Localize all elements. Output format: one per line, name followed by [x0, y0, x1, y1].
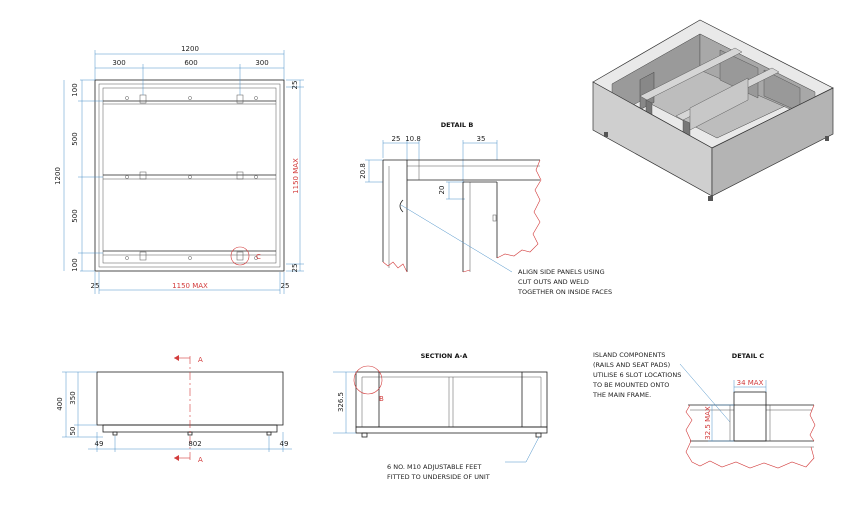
plan-seg-left: 300: [112, 59, 125, 67]
detail-b-dim-25: 25: [392, 135, 401, 143]
detail-c-note-line3: UTILISE 6 SLOT LOCATIONS: [593, 371, 681, 379]
elevation-dim-49-right: 49: [280, 440, 289, 448]
plan-overall-width: 1200: [181, 45, 199, 53]
elevation-dim-49-left: 49: [95, 440, 104, 448]
plan-bottom-max: 1150 MAX: [172, 282, 208, 290]
detail-b-note-line2: CUT OUTS AND WELD: [518, 278, 589, 286]
detail-b-note-line3: TOGETHER ON INSIDE FACES: [517, 288, 612, 296]
section-aa-note-line2: FITTED TO UNDERSIDE OF UNIT: [387, 473, 490, 481]
detail-c-note-line2: (RAILS AND SEAT PADS): [593, 361, 670, 369]
elevation-dim-802: 802: [188, 440, 201, 448]
detail-b-note-line1: ALIGN SIDE PANELS USING: [518, 268, 605, 276]
detail-c-dim-34-max: 34 MAX: [737, 379, 764, 387]
elevation-dim-50: 50: [69, 427, 77, 436]
detail-b-title: DETAIL B: [441, 121, 474, 129]
detail-c-note-line1: ISLAND COMPONENTS: [593, 351, 665, 359]
section-a-a: SECTION A-A B 326.5 6 NO. M10 ADJUSTABLE…: [333, 352, 548, 481]
front-elevation: A A 400 350 50 49 802 49: [56, 355, 292, 464]
detail-b-dim-10-8: 10.8: [405, 135, 421, 143]
plan-left-top-dim: 100: [71, 83, 79, 96]
detail-c-title: DETAIL C: [732, 352, 765, 360]
detail-b-dim-20-8: 20.8: [359, 163, 367, 179]
plan-max-height: 1150 MAX: [292, 158, 300, 194]
plan-bottom-right-25: 25: [281, 282, 290, 290]
plan-seg-mid: 600: [184, 59, 197, 67]
plan-left-mid2-dim: 500: [71, 209, 79, 222]
plan-view: 1200 300 600 300 25 25 1150 MAX 100 500 …: [54, 45, 304, 294]
section-aa-callout-b: B: [379, 395, 384, 403]
plan-callout-c: C: [256, 253, 261, 261]
plan-bottom-left-dim: 25: [91, 282, 100, 290]
detail-c-dim-32-5-max: 32.5 MAX: [704, 406, 712, 440]
elevation-section-bottom: A: [198, 456, 203, 464]
plan-left-mid1-dim: 500: [71, 132, 79, 145]
detail-c: ISLAND COMPONENTS (RAILS AND SEAT PADS) …: [592, 351, 816, 469]
elevation-dim-350: 350: [69, 391, 77, 404]
detail-c-note-line4: TO BE MOUNTED ONTO: [592, 381, 669, 389]
section-aa-title: SECTION A-A: [421, 352, 468, 360]
isometric-view: [592, 19, 834, 201]
detail-c-note-line5: THE MAIN FRAME.: [592, 391, 651, 399]
section-aa-note-line1: 6 NO. M10 ADJUSTABLE FEET: [387, 463, 481, 471]
plan-top-right-dim: 25: [291, 81, 299, 90]
plan-overall-height: 1200: [54, 167, 62, 185]
detail-b: DETAIL B 25 10.8 35 20.8 20: [359, 121, 612, 296]
plan-bottom-right-dim: 25: [291, 264, 299, 273]
detail-b-dim-35: 35: [477, 135, 486, 143]
plan-seg-right: 300: [255, 59, 268, 67]
elevation-section-top: A: [198, 356, 203, 364]
section-aa-dim-326-5: 326.5: [337, 392, 345, 412]
plan-left-bottom-dim: 100: [71, 258, 79, 271]
elevation-dim-400: 400: [56, 397, 64, 410]
detail-b-dim-20: 20: [438, 186, 446, 195]
